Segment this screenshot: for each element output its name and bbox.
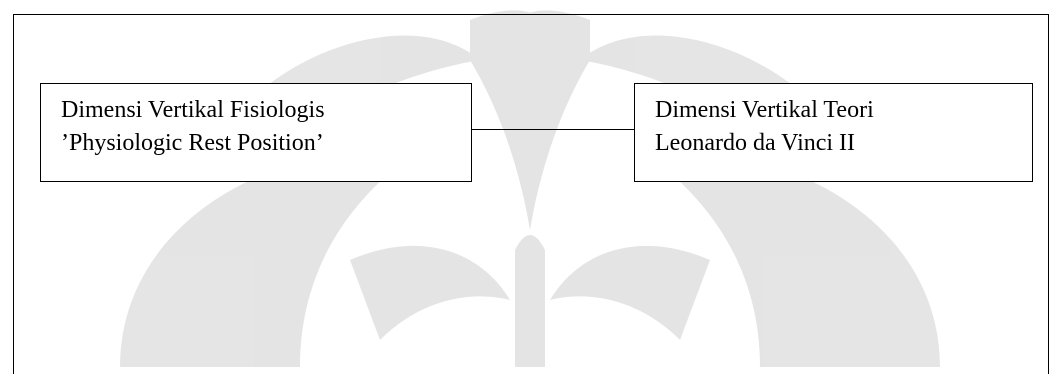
node-left-line-2: ’Physiologic Rest Position’ [61, 130, 324, 156]
node-right-line-2: Leonardo da Vinci II [655, 130, 856, 156]
node-right-line-1: Dimensi Vertikal Teori [655, 97, 874, 123]
diagram-frame [13, 14, 1049, 374]
node-left-line-1: Dimensi Vertikal Fisiologis [61, 97, 325, 123]
connector-line [472, 129, 634, 130]
node-dimensi-vertikal-fisiologis: Dimensi Vertikal Fisiologis ’Physiologic… [40, 83, 472, 182]
node-dimensi-vertikal-teori: Dimensi Vertikal Teori Leonardo da Vinci… [634, 83, 1033, 182]
